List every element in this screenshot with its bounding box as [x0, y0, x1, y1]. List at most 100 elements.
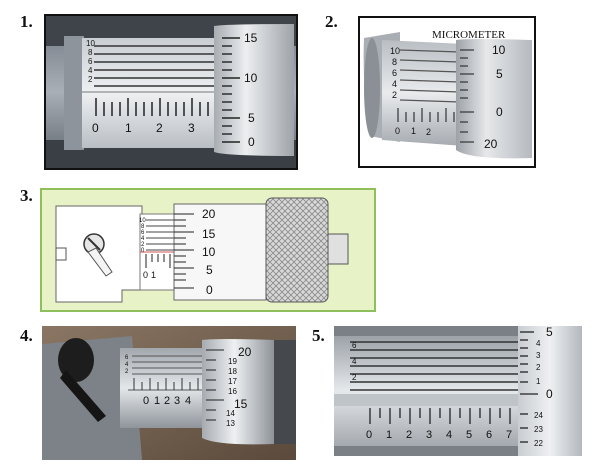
p4-small-num-2: 2 [125, 369, 129, 375]
p5-main-num-0: 0 [366, 429, 372, 441]
p4-small-num-1: 4 [125, 362, 129, 368]
p1-main-num-3: 3 [188, 121, 195, 135]
p5-small-num-0: 6 [352, 341, 357, 350]
panel-4-sleeve-ticks [133, 378, 199, 390]
p4-main-num-4: 4 [185, 395, 191, 407]
p3-small-num-5: 0 [141, 248, 145, 254]
p5-thimble-num-7: 23 [534, 425, 543, 434]
p1-thimble-num-1: 10 [244, 71, 258, 85]
p5-main-num-4: 4 [446, 429, 452, 441]
panel-2-sleeve-small-numbers: 10 8 6 4 2 [390, 46, 400, 100]
p3-thimble-num-1: 15 [202, 227, 216, 241]
p5-thimble-num-1: 4 [536, 339, 541, 348]
panel-2-sleeve-ticks [397, 108, 455, 122]
p4-thimble-num-5: 15 [234, 397, 248, 411]
p2-main-num-2: 2 [426, 127, 431, 137]
panel-5-label: 5. [312, 326, 325, 345]
p4-thimble-num-0: 20 [238, 345, 252, 359]
panel-1-sleeve-small-numbers: 10 8 6 4 2 [86, 39, 95, 84]
micrometer-4-illustration: 6 4 2 0 1 2 3 4 20 19 [42, 326, 296, 460]
p4-thimble-num-3: 17 [228, 377, 237, 386]
p2-main-num-0: 0 [395, 126, 400, 136]
panel-3-label: 3. [20, 186, 33, 205]
p4-thimble-num-1: 19 [228, 357, 237, 366]
p2-small-num-0: 10 [390, 46, 400, 56]
p5-thimble-num-3: 2 [536, 363, 541, 372]
p2-small-num-4: 2 [392, 90, 397, 100]
panel-2-sleeve-lines [399, 49, 461, 103]
micrometer-3-illustration: 10 8 6 4 2 0 0 1 20 15 10 [42, 190, 374, 310]
p3-small-num-0: 10 [139, 218, 146, 224]
p1-main-num-1: 1 [125, 121, 132, 135]
p5-thimble-num-5: 0 [546, 387, 553, 401]
p2-thimble-num-3: 20 [484, 137, 498, 151]
p3-thimble-num-0: 20 [202, 207, 216, 221]
panel-4-thimble-ticks [206, 349, 224, 421]
micrometer-panel-4: 6 4 2 0 1 2 3 4 20 19 [42, 326, 296, 460]
panel-1-sleeve-lines [94, 45, 222, 87]
p3-thimble-num-3: 5 [206, 263, 213, 277]
panel-3-sleeve-main-numbers: 0 1 [143, 270, 156, 280]
p2-small-num-2: 6 [392, 68, 397, 78]
panel-5-sleeve-ticks [369, 408, 511, 424]
p1-thimble-num-2: 5 [248, 111, 255, 125]
p4-thimble-num-6: 14 [226, 409, 235, 418]
p3-small-num-2: 6 [141, 230, 145, 236]
p1-small-num-2: 6 [88, 57, 93, 66]
panel-1-sleeve-main-numbers: 0 1 2 3 [92, 121, 195, 135]
p2-small-num-1: 8 [392, 57, 397, 67]
panel-2-thimble-numbers: 10 5 0 20 [484, 43, 506, 151]
micrometer-panel-5: 6 4 2 0 1 2 3 4 5 6 7 [334, 326, 582, 456]
panel-4-sleeve-main-numbers: 0 1 2 3 4 [143, 395, 191, 407]
p4-thimble-num-7: 13 [226, 419, 235, 428]
p2-small-num-3: 4 [392, 79, 397, 89]
panel-1-label: 1. [20, 12, 33, 31]
p1-main-num-2: 2 [156, 121, 163, 135]
panel-3-sleeve-small-numbers: 10 8 6 4 2 0 [139, 218, 146, 254]
panel-3-thimble-ticks [174, 213, 194, 289]
p4-main-num-2: 2 [164, 395, 170, 407]
p5-small-num-2: 2 [352, 373, 357, 382]
panel-2-sleeve-main-numbers: 0 1 2 [395, 126, 431, 137]
panel-2-label: 2. [325, 12, 338, 31]
micrometer-1-illustration: 10 8 6 4 2 0 1 2 3 [46, 16, 296, 168]
micrometer-panel-3: 10 8 6 4 2 0 0 1 20 15 10 [40, 188, 376, 312]
p1-small-num-0: 10 [86, 39, 95, 48]
p5-main-num-7: 7 [506, 429, 512, 441]
panel-2-caption: MICROMETER [432, 29, 506, 41]
panel-1-thimble-ticks [222, 37, 240, 143]
panel-3-thimble-numbers: 20 15 10 5 0 [202, 207, 216, 297]
panel-5-sleeve-main-numbers: 0 1 2 3 4 5 6 7 [366, 429, 512, 441]
micrometer-5-illustration: 6 4 2 0 1 2 3 4 5 6 7 [334, 326, 582, 456]
panel-3-sleeve-lines [146, 219, 178, 251]
p3-thimble-num-2: 10 [202, 245, 216, 259]
p3-small-num-3: 4 [141, 236, 145, 242]
p4-thimble-num-4: 16 [228, 387, 237, 396]
p3-thimble-num-4: 0 [206, 283, 213, 297]
panel-1-thimble-numbers: 15 10 5 0 [244, 31, 258, 149]
p3-small-num-1: 8 [141, 224, 145, 230]
p3-small-num-4: 2 [141, 242, 145, 248]
p1-small-num-1: 8 [88, 48, 93, 57]
p2-thimble-num-1: 5 [496, 67, 503, 81]
p5-thimble-num-0: 5 [546, 326, 553, 339]
p4-small-num-0: 6 [125, 355, 129, 361]
micrometer-panel-2: MICROMETER 10 8 6 4 2 0 1 2 [358, 16, 536, 168]
panel-1-sleeve-ticks [95, 98, 209, 116]
p3-main-num-0: 0 [143, 270, 148, 280]
panel-4-thimble-numbers: 20 19 18 17 16 15 14 13 [226, 345, 252, 428]
p5-main-num-3: 3 [426, 429, 432, 441]
p5-small-num-1: 4 [352, 357, 357, 366]
p1-thimble-num-3: 0 [248, 135, 255, 149]
p4-thimble-num-2: 18 [228, 367, 237, 376]
panel-3-sleeve-ticks [145, 254, 171, 268]
p4-main-num-3: 3 [174, 395, 180, 407]
panel-5-sleeve-lines [350, 341, 518, 391]
ratchet-knob[interactable] [265, 197, 329, 303]
panel-2-thimble-ticks [460, 49, 474, 143]
p1-small-num-4: 2 [88, 75, 93, 84]
p1-thimble-num-0: 15 [244, 31, 258, 45]
p3-main-num-1: 1 [151, 270, 156, 280]
panel-5-sleeve-small-numbers: 6 4 2 [352, 341, 357, 382]
p5-thimble-num-8: 22 [534, 439, 543, 448]
